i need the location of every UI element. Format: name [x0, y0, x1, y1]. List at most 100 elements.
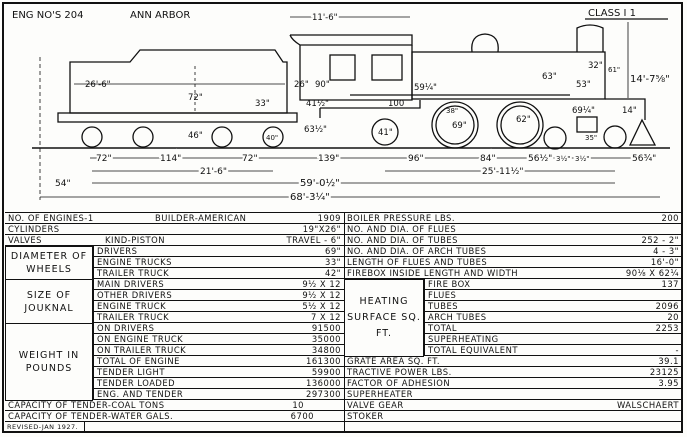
dim-label: 11'-6" — [312, 13, 338, 23]
spec-label: SUPERHEATER — [347, 389, 414, 399]
spec-label: TRACTIVE POWER LBS. — [347, 367, 452, 377]
spec-row: TUBES 2096 — [424, 301, 682, 312]
spec-label: TENDER LOADED — [97, 378, 176, 388]
label: CAPACITY OF TENDER-WATER GALS. — [8, 411, 174, 421]
spec-value: 136000 — [306, 378, 341, 388]
row-cylinders: CYLINDERS 19"X26" — [5, 224, 344, 235]
spec-value: WALSCHAERT — [616, 400, 679, 410]
spec-value: - — [675, 345, 679, 355]
dim-label: 38" — [446, 107, 458, 115]
spec-value: 35000 — [311, 334, 341, 344]
spec-label: ENGINE TRUCK — [97, 301, 167, 311]
spec-value: 137 — [661, 279, 679, 289]
dim-label: 41½" — [306, 99, 329, 109]
tender — [57, 49, 298, 148]
dim-label: 90" — [315, 80, 330, 90]
spec-value: 20 — [667, 312, 679, 322]
spec-label: ENGINE TRUCKS — [97, 257, 172, 267]
dim-label: 14" — [622, 106, 637, 116]
dim-label: 100 — [388, 99, 404, 109]
spec-label: TRAILER TRUCK — [97, 312, 170, 322]
spec-label: ON DRIVERS — [97, 323, 155, 333]
spec-value: 297300 — [306, 389, 341, 399]
spec-value: 200 — [661, 213, 679, 223]
railroad-name: ANN ARBOR — [130, 10, 190, 21]
dim-label: 21'-6" — [200, 167, 227, 177]
spec-value: 252 - 2" — [641, 235, 679, 245]
spec-label: FIRE BOX — [428, 279, 471, 289]
dim-label: 40" — [266, 134, 278, 142]
dimension-labels: 11'-6" 26'-6" 72" 26" 90" 33" 41½" 100 5… — [53, 11, 670, 205]
spec-label: BOILER PRESSURE LBS. — [347, 213, 456, 223]
spec-label: TOTAL — [428, 323, 458, 333]
builder: BUILDER-AMERICAN — [155, 213, 247, 223]
spec-row: STOKER — [344, 411, 682, 422]
spec-label: ARCH TUBES — [428, 312, 487, 322]
spec-value: 91500 — [311, 323, 341, 333]
spec-label: STOKER — [347, 411, 384, 421]
spec-value: 4 - 3" — [653, 246, 679, 256]
spec-value: 161300 — [306, 356, 341, 366]
spec-row: ARCH TUBES 20 — [424, 312, 682, 323]
dim-label: 56½" — [528, 154, 552, 164]
dim-label: 68'-3¼" — [290, 191, 330, 203]
spec-label: GRATE AREA SQ. FT. — [347, 356, 441, 366]
row-engines: NO. OF ENGINES-1 BUILDER-AMERICAN 1909 — [5, 213, 344, 224]
value: 6700 — [290, 411, 314, 421]
dim-label: 32" — [588, 61, 603, 71]
dim-label: 33" — [255, 99, 270, 109]
dim-label: 35" — [585, 134, 597, 142]
dim-label: 69" — [452, 121, 467, 131]
label: CYLINDERS — [8, 224, 60, 234]
dim-label: 62" — [516, 115, 531, 125]
dim-label: 72" — [96, 154, 112, 164]
dim-label: 3½" — [575, 155, 589, 163]
dim-label: 53" — [576, 80, 591, 90]
dim-label: 114" — [160, 154, 181, 164]
valves-kind: KIND-PISTON — [105, 235, 166, 245]
dim-label: 14'-7⅝" — [630, 74, 670, 85]
spec-row: NO. AND DIA. OF FLUES — [344, 224, 682, 235]
label: REVISED-JAN 1927. — [7, 423, 79, 431]
spec-value: 3.95 — [658, 378, 679, 388]
label: VALVES — [8, 235, 43, 245]
dim-label: 84" — [480, 154, 496, 164]
dim-label: 41" — [378, 128, 393, 138]
spec-label: FLUES — [428, 290, 457, 300]
spec-value: 7 X 12 — [310, 312, 341, 322]
spec-label: NO. AND DIA. OF ARCH TUBES — [347, 246, 487, 256]
spec-value: 5½ X 12 — [302, 301, 341, 311]
spec-label: LENGTH OF FLUES AND TUBES — [347, 257, 488, 267]
dim-label: 3½" — [556, 155, 570, 163]
spec-label: TUBES — [428, 301, 459, 311]
dim-label: 59¼" — [414, 83, 437, 93]
spec-value: 2253 — [655, 323, 679, 333]
dim-label: 72" — [188, 93, 203, 103]
spec-value: 2096 — [655, 301, 679, 311]
spec-value: 34800 — [311, 345, 341, 355]
engine-number: ENG NO'S 204 — [12, 10, 83, 21]
spec-row: ENGINE TRUCK 5½ X 12 — [93, 301, 344, 312]
dim-label: 61" — [608, 66, 620, 74]
dim-label: 63½" — [304, 125, 327, 135]
spec-row: SUPERHEATER — [344, 389, 682, 400]
spec-row: TOTAL EQUIVALENT- — [424, 345, 682, 356]
spec-value: 59900 — [311, 367, 341, 377]
locomotive — [289, 24, 657, 150]
class-label: CLASS I 1 — [588, 8, 636, 19]
label: CAPACITY OF TENDER-COAL TONS — [8, 400, 165, 410]
group-heating-surface: HEATING SURFACE SQ. FT. — [344, 279, 424, 357]
dim-label: 26'-6" — [85, 80, 111, 90]
